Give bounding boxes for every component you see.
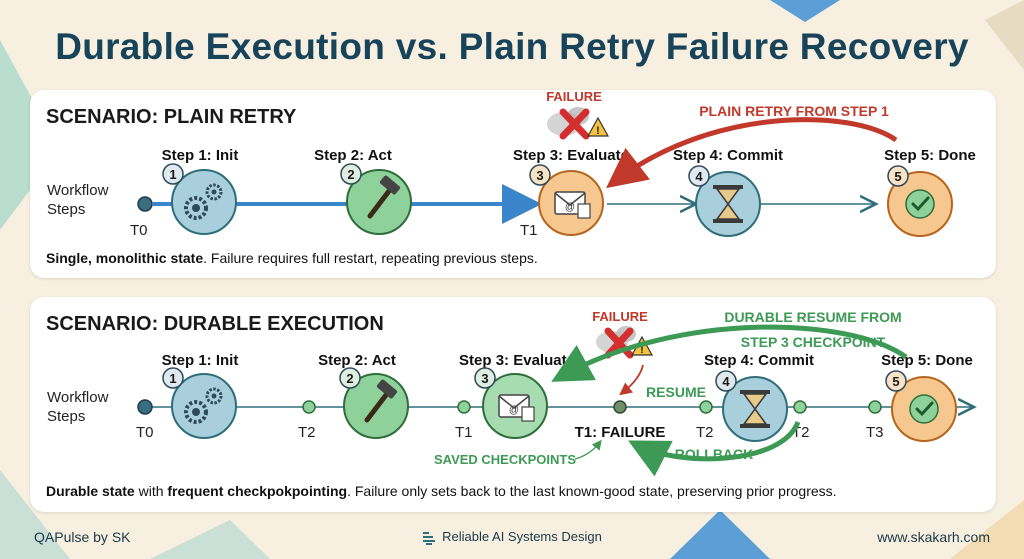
failure-label: FAILURE <box>592 309 648 324</box>
warning-icon: ! <box>586 116 610 137</box>
hourglass-icon <box>740 390 770 428</box>
step-number: 4 <box>722 374 730 389</box>
time-label: T1 <box>520 222 538 239</box>
checkpoint-dot <box>302 400 316 414</box>
failure-label: FAILURE <box>546 90 602 104</box>
step-label: Step 3: Evaluate <box>513 147 629 164</box>
step-number: 2 <box>347 167 354 182</box>
step-number: 1 <box>169 167 176 182</box>
evaluate-envelope-icon: @ <box>498 394 535 422</box>
resume-label: RESUME <box>646 384 706 400</box>
step-number: 2 <box>346 371 353 386</box>
resume-from-label: STEP 3 CHECKPOINT <box>741 334 886 350</box>
step-2-node: 2 <box>340 163 412 235</box>
plain-retry-panel: SCENARIO: PLAIN RETRY Workflow Steps T0 … <box>30 90 996 278</box>
step-1-node: 1 <box>162 367 237 439</box>
time-label: T3 <box>866 424 884 441</box>
step-label: Step 1: Init <box>162 352 239 369</box>
start-dot <box>137 196 153 212</box>
time-label: T0 <box>136 424 154 441</box>
step-number: 5 <box>894 169 901 184</box>
step-3-node: @ 3 <box>474 367 548 439</box>
step-number: 3 <box>481 371 488 386</box>
svg-text:!: ! <box>640 344 644 356</box>
saved-checkpoints-label: SAVED CHECKPOINTS <box>434 452 576 467</box>
row-label: Steps <box>47 408 85 425</box>
scenario-title: SCENARIO: DURABLE EXECUTION <box>46 313 384 335</box>
step-2-node: 2 <box>339 367 409 439</box>
checkpoint-dot <box>793 400 807 414</box>
svg-text:!: ! <box>596 125 600 137</box>
failure-pointer-arrow <box>619 364 644 396</box>
step-4-node: 4 <box>688 165 761 237</box>
step-number: 4 <box>695 169 703 184</box>
plain-retry-arrow <box>606 117 898 189</box>
step-label: Step 4: Commit <box>673 147 783 164</box>
start-dot <box>137 399 153 415</box>
scenario-title: SCENARIO: PLAIN RETRY <box>46 106 297 128</box>
svg-text:@: @ <box>509 405 519 416</box>
step-label: Step 2: Act <box>314 147 392 164</box>
time-label: T1 <box>455 424 473 441</box>
durable-resume-arrow <box>551 324 908 382</box>
gears-icon <box>184 183 223 220</box>
step-number: 5 <box>892 374 899 389</box>
step-number: 3 <box>536 168 543 183</box>
durable-execution-panel: SCENARIO: DURABLE EXECUTION Workflow Ste… <box>30 297 996 512</box>
gears-icon <box>184 387 223 424</box>
row-label: Steps <box>47 201 85 218</box>
x-icon <box>559 108 590 140</box>
footer-website: www.skakarh.com <box>877 529 990 545</box>
step-4-node: 4 <box>715 370 788 442</box>
step-3-node: @ 3 <box>529 164 604 236</box>
signal-logo-icon <box>423 532 436 545</box>
checkmark-icon <box>905 189 935 219</box>
svg-text:@: @ <box>565 202 575 213</box>
step-5-node: 5 <box>887 165 953 237</box>
step-number: 1 <box>169 371 176 386</box>
row-label: Workflow <box>47 182 109 199</box>
hammer-icon <box>364 379 398 423</box>
time-label: T2 <box>696 424 714 441</box>
footer-brand: QAPulse by SK <box>34 529 131 545</box>
rollback-label: ROLLBACK <box>675 446 754 462</box>
rollback-arrow <box>628 420 801 477</box>
retry-label: PLAIN RETRY FROM STEP 1 <box>699 103 889 119</box>
durable-execution-diagram: Workflow Steps T0 T2 T1 T2 T2 T3 T1: FAI… <box>47 309 996 477</box>
evaluate-envelope-icon: @ <box>554 191 591 219</box>
step-label: Step 5: Done <box>884 147 976 164</box>
step-label: Step 2: Act <box>318 352 396 369</box>
checkpoint-dot <box>868 400 882 414</box>
footer-tagline: Reliable AI Systems Design <box>0 529 1024 545</box>
checkpoint-dot <box>457 400 471 414</box>
step-label: Step 3: Evaluate <box>459 352 575 369</box>
hourglass-icon <box>713 185 743 223</box>
checkpoint-dot <box>699 400 713 414</box>
hammer-icon <box>367 175 401 219</box>
failure-point-dot <box>613 400 627 414</box>
resume-from-label: DURABLE RESUME FROM <box>724 309 901 325</box>
row-label: Workflow <box>47 389 109 406</box>
plain-retry-caption: Single, monolithic state. Failure requir… <box>46 250 538 266</box>
plain-retry-diagram: Workflow Steps T0 T1 Step 1: Init Step 2… <box>47 90 976 239</box>
durable-execution-caption: Durable state with frequent checkpokpoin… <box>46 483 837 499</box>
failure-marker: ! FAILURE <box>546 90 610 140</box>
step-label: Step 5: Done <box>881 352 973 369</box>
page-title: Durable Execution vs. Plain Retry Failur… <box>55 26 969 67</box>
time-label: T2 <box>298 424 316 441</box>
step-label: Step 4: Commit <box>704 352 814 369</box>
time-label: T0 <box>130 222 148 239</box>
failure-point-label: T1: FAILURE <box>575 424 666 441</box>
step-1-node: 1 <box>162 163 237 235</box>
checkmark-icon <box>909 394 939 424</box>
step-label: Step 1: Init <box>162 147 239 164</box>
step-5-node: 5 <box>885 370 957 442</box>
saved-checkpoints-pointer <box>574 439 602 460</box>
